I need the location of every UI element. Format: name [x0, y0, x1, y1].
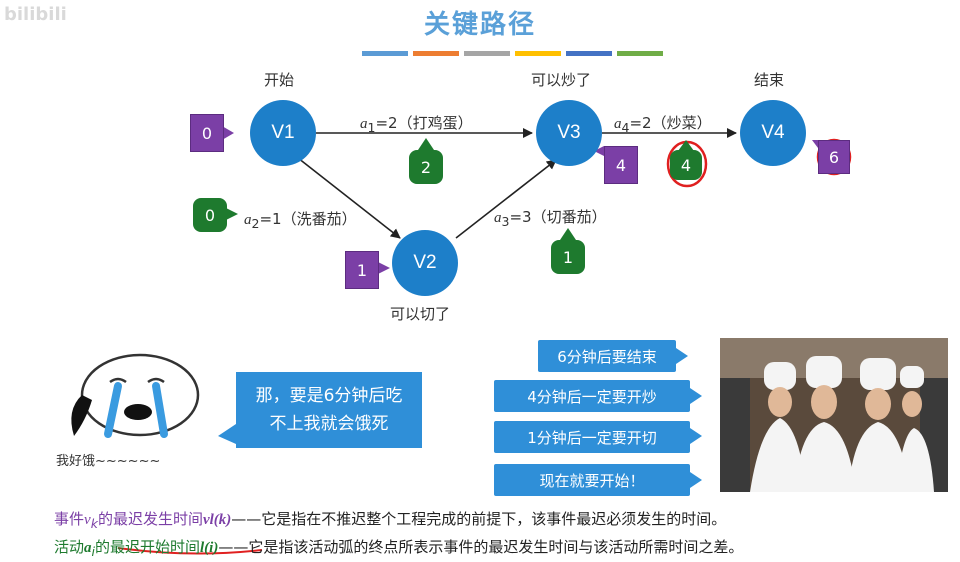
node-caption: 开始 [264, 71, 295, 89]
callout-pointer [676, 348, 688, 364]
event-latest-tag: 0 [190, 114, 224, 152]
node-caption: 可以切了 [390, 305, 451, 323]
bubble-pointer [678, 140, 694, 151]
speech-box: 那，要是6分钟后吃 不上我就会饿死 [236, 372, 422, 448]
definition-event: 事件vk的最迟发生时间vl(k)——它是指在不推迟整个工程完成的前提下，该事件最… [54, 510, 727, 531]
edge-a3 [455, 159, 557, 239]
stripe [413, 51, 459, 56]
node-v4: V4 [740, 100, 806, 166]
stripe [566, 51, 612, 56]
definition-activity: 活动ai的最迟开始时间l(i)——它是指该活动弧的终点所表示事件的最迟发生时间与… [54, 538, 744, 559]
bubble-pointer [560, 228, 576, 240]
callout-pointer [690, 428, 702, 444]
callout-pointer [690, 388, 702, 404]
callout-pointer [690, 472, 702, 488]
stripe [464, 51, 510, 56]
bubble-pointer [226, 208, 238, 220]
annotation-underline [117, 547, 263, 555]
speech-line: 那，要是6分钟后吃 [255, 386, 403, 406]
node-v1: V1 [250, 100, 316, 166]
callout: 6分钟后要结束 [538, 340, 676, 372]
node-v3: V3 [536, 100, 602, 166]
edge-label-a1: a1=2（打鸡蛋） [360, 114, 473, 135]
stripe [617, 51, 663, 56]
activity-latest-bubble: 4 [670, 150, 702, 180]
callout: 4分钟后一定要开炒 [494, 380, 690, 412]
crying-cartoon-icon [71, 353, 200, 438]
activity-latest-bubble: 1 [551, 240, 585, 274]
event-latest-tag: 4 [604, 146, 638, 184]
stripe [515, 51, 561, 56]
event-latest-tag: 6 [818, 140, 850, 174]
edge-a2 [297, 157, 401, 239]
edge-label-a2: a2=1（洗番茄） [244, 210, 357, 231]
event-latest-tag: 1 [345, 251, 379, 289]
speech-line: 不上我就会饿死 [269, 414, 389, 434]
bubble-pointer [418, 138, 434, 150]
edge-label-a3: a3=3（切番茄） [494, 208, 607, 229]
node-caption: 结束 [754, 71, 785, 89]
page-title: 关键路径 [423, 10, 536, 40]
stripe [362, 51, 408, 56]
activity-latest-bubble: 2 [409, 150, 443, 184]
tag-pointer [594, 146, 604, 156]
cartoon-caption: 我好饿~~~~~~ [56, 454, 161, 469]
edge-label-a4: a4=2（炒菜） [614, 114, 712, 135]
activity-latest-bubble: 0 [193, 198, 227, 232]
watermark: bilibili [4, 4, 67, 25]
callout: 1分钟后一定要开切 [494, 421, 690, 453]
tag-pointer [222, 126, 234, 140]
tag-pointer [378, 262, 390, 274]
chefs-photo [720, 338, 948, 492]
callout: 现在就要开始！ [494, 464, 690, 496]
node-caption: 可以炒了 [531, 71, 592, 89]
speech-pointer [218, 424, 236, 444]
node-v2: V2 [392, 230, 458, 296]
